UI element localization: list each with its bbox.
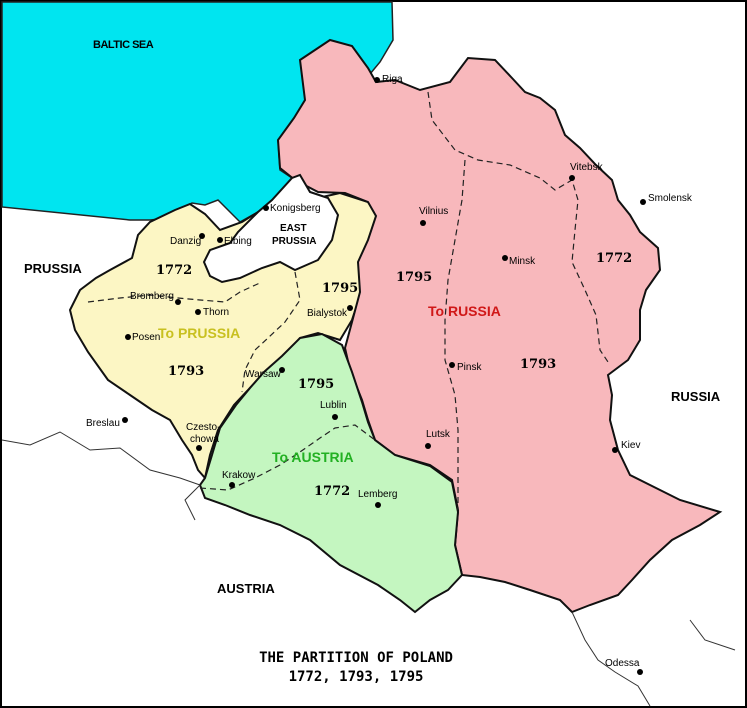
city-breslau: Breslau [86,418,120,429]
partition-line-prussia-1772 [87,281,263,303]
city-krakow: Krakow [222,470,256,481]
to-russia-label: To RUSSIA [428,303,501,319]
city-vilnius: Vilnius [419,206,448,217]
city-czestochowa-line1: Czesto- [186,422,220,433]
city-lutsk: Lutsk [426,429,451,440]
east-prussia-label-line1: EAST [280,223,307,234]
city-lemberg: Lemberg [358,489,397,500]
city-konigsberg: Konigsberg [270,203,321,214]
city-thorn: Thorn [203,307,229,318]
city-dots [122,77,646,675]
city-smolensk: Smolensk [648,193,693,204]
year-prussia-1772: 1772 [156,263,192,278]
city-bialystok: Bialystok [307,308,348,319]
year-russia-1793: 1793 [520,357,556,372]
year-austria-1772: 1772 [314,484,350,499]
year-russia-1795: 1795 [396,270,432,285]
prussia-label: PRUSSIA [24,261,82,276]
year-austria-1795: 1795 [298,377,334,392]
to-austria-label: To AUSTRIA [272,449,354,465]
city-posen: Posen [132,332,160,343]
partition-line-austria-1795 [199,424,376,491]
year-prussia-1795: 1795 [322,281,358,296]
city-elbing: Elbing [224,236,252,247]
to-prussia-label: To PRUSSIA [158,325,240,341]
austria-label: AUSTRIA [217,581,275,596]
city-riga: Riga [382,74,403,85]
east-prussia-label-line2: PRUSSIA [272,236,316,247]
city-danzig: Danzig [170,236,201,247]
city-lublin: Lublin [320,400,347,411]
border-austria-south [184,484,201,521]
city-bromberg: Bromberg [130,291,174,302]
year-prussia-1793: 1793 [168,364,204,379]
city-kiev: Kiev [621,440,640,451]
city-warsaw: Warsaw [245,369,282,380]
city-minsk: Minsk [509,256,536,267]
city-odessa: Odessa [605,658,640,669]
map-title-line2: 1772, 1793, 1795 [289,669,424,685]
map-title-line1: THE PARTITION OF POLAND [259,650,453,666]
city-vitebsk: Vitebsk [570,162,604,173]
border-russia-east [689,619,736,651]
border-russia-south [571,611,651,707]
east-prussia [202,173,340,284]
border-prussia-austria [1,431,201,486]
russia-label: RUSSIA [671,389,721,404]
partition-line-russia-1793 [444,159,466,510]
city-czestochowa-line2: chowa [190,434,219,445]
year-russia-1772: 1772 [596,251,632,266]
austria-share [198,332,464,614]
baltic-sea-label: BALTIC SEA [93,39,154,51]
city-pinsk: Pinsk [457,362,482,373]
russia-share [276,38,723,614]
